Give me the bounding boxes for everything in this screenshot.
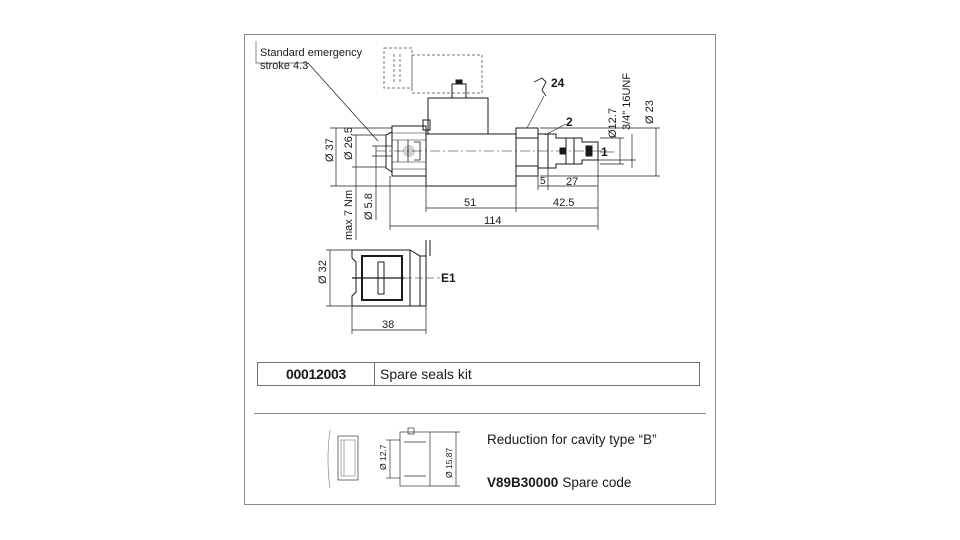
dim-d5-8: Ø 5.8: [363, 193, 375, 220]
port-1-label: 1: [601, 145, 608, 159]
dim-27: 27: [566, 176, 578, 188]
dim-thread: 3/4" 16UNF: [621, 73, 633, 130]
dim-42-5: 42.5: [553, 197, 574, 209]
spare-seals-row: 00012003 Spare seals kit: [257, 362, 700, 386]
port-2-label: 2: [566, 115, 573, 129]
dim-red-d15-87: Ø 15.87: [444, 447, 454, 478]
dim-51: 51: [464, 197, 476, 209]
dim-d26-5: Ø 26.5: [343, 127, 355, 160]
spare-seals-code: 00012003: [258, 363, 375, 385]
reduction-description: Reduction for cavity type “B”: [487, 432, 657, 447]
dim-red-d12-7: Ø 12.7: [378, 444, 388, 470]
connector-e1-label: E1: [441, 271, 456, 285]
dim-d32: Ø 32: [317, 260, 329, 284]
section-divider: [254, 413, 706, 414]
drawing-sheet: [244, 34, 716, 505]
dim-max-torque: max 7 Nm: [343, 190, 355, 240]
dim-5: 5: [540, 176, 546, 187]
spare-code: V89B30000: [487, 475, 559, 490]
spare-code-label: Spare code: [562, 475, 632, 490]
dim-d12-7: Ø12.7: [607, 108, 619, 138]
dim-38: 38: [382, 319, 394, 331]
emergency-label-2: stroke 4.3: [260, 60, 308, 72]
wrench-size-label: 24: [551, 76, 565, 90]
emergency-label-1: Standard emergency: [260, 47, 363, 59]
dim-d37: Ø 37: [324, 138, 336, 162]
spare-seals-description: Spare seals kit: [380, 366, 472, 382]
dim-d23: Ø 23: [644, 100, 656, 124]
dim-114: 114: [484, 215, 502, 227]
